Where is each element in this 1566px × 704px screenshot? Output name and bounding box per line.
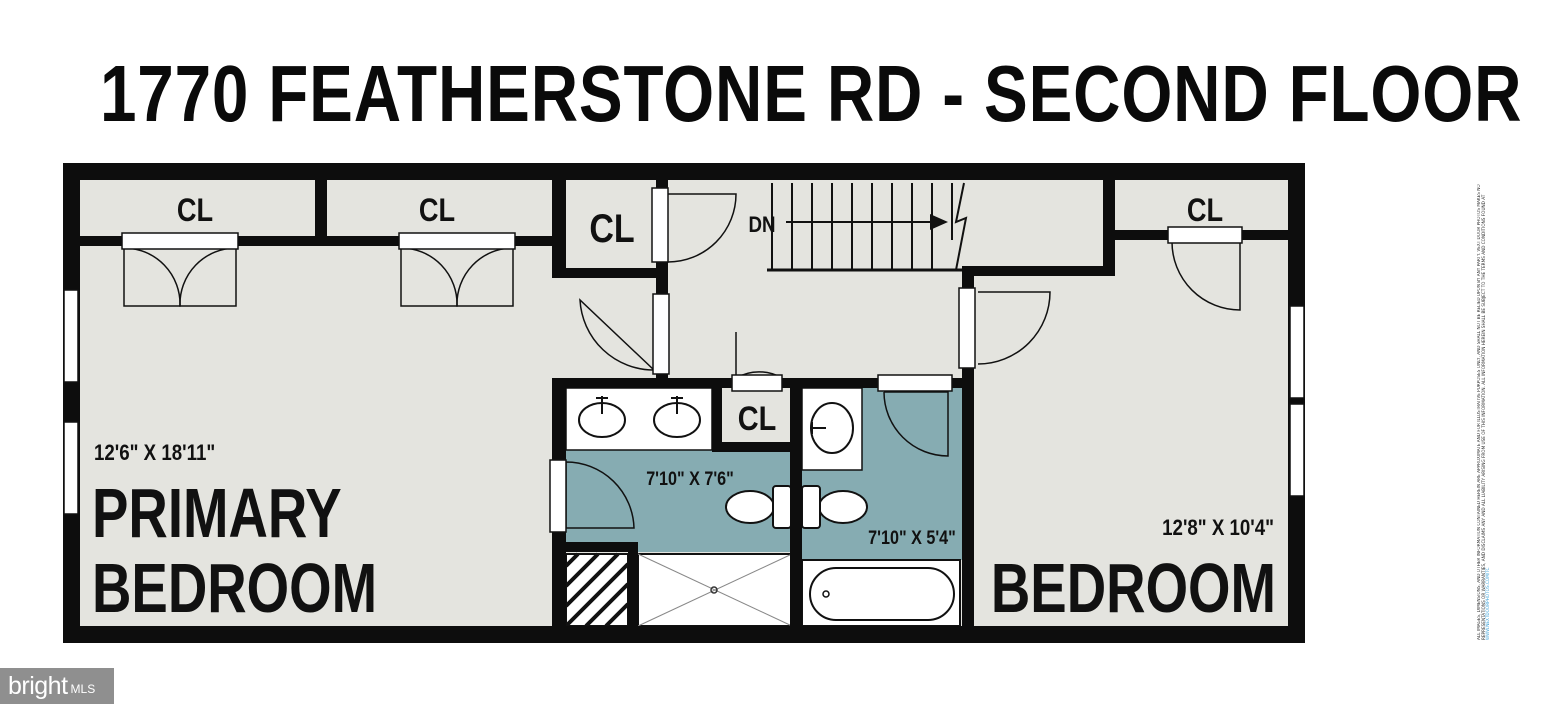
disclaimer-text: ALL IMAGES, DIMENSIONS, AND OTHER INFORM… bbox=[1477, 180, 1491, 640]
mls-suffix: MLS bbox=[70, 682, 96, 696]
double-vanity bbox=[565, 387, 713, 451]
walls bbox=[63, 163, 1305, 643]
door-openings bbox=[121, 187, 1243, 533]
bath-primary-dimensions: 7'10" X 7'6" bbox=[646, 468, 734, 490]
bathtub bbox=[801, 559, 961, 627]
mls-watermark-badge: bright MLS bbox=[0, 668, 114, 704]
closet-label-5: CL bbox=[1187, 193, 1223, 229]
vanity-sink bbox=[801, 387, 863, 471]
stairs[interactable] bbox=[767, 182, 968, 272]
bath-hall-dimensions: 7'10" X 5'4" bbox=[868, 527, 956, 549]
closet-label-1: CL bbox=[177, 193, 213, 229]
hatched-chase bbox=[564, 552, 630, 628]
closet-label-2: CL bbox=[419, 193, 455, 229]
windows bbox=[63, 289, 1305, 515]
closet-label-4: CL bbox=[738, 399, 777, 438]
toilet-hall-bath bbox=[801, 485, 868, 529]
primary-bedroom-name-line2: BEDROOM bbox=[92, 550, 377, 628]
mls-brand-name: bright bbox=[8, 671, 68, 700]
primary-bedroom-dimensions: 12'6" X 18'11" bbox=[94, 442, 215, 466]
bedroom-name: BEDROOM bbox=[991, 550, 1276, 628]
page-title: 1770 FEATHERSTONE RD - SECOND FLOOR bbox=[100, 49, 1523, 138]
stairs-down-label: DN bbox=[748, 214, 775, 238]
bedroom-dimensions: 12'8" X 10'4" bbox=[1162, 517, 1274, 541]
terms-link[interactable]: WWW.NEXTDOORPHOTOS.COM/TC bbox=[1485, 567, 1491, 640]
shower bbox=[637, 553, 793, 627]
toilet-primary-bath bbox=[725, 485, 792, 529]
primary-bedroom-name-line1: PRIMARY bbox=[92, 475, 342, 553]
closet-label-3: CL bbox=[589, 205, 634, 250]
